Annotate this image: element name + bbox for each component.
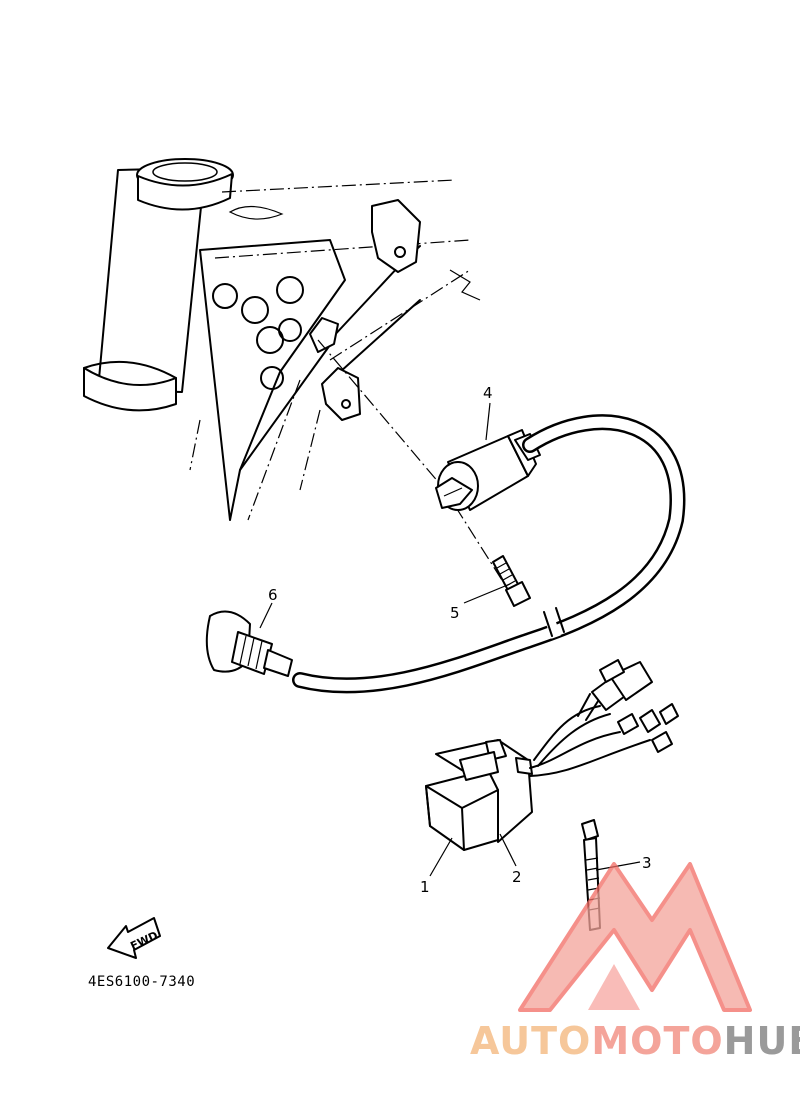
part-1-cdi-unit xyxy=(425,751,499,851)
svg-text:AUTOMOTOHUB: AUTOMOTOHUB xyxy=(470,1019,800,1063)
forward-direction-arrow: FWD xyxy=(107,917,161,959)
brand-part-hub: HUB xyxy=(724,1019,800,1063)
cdi-wiring-harness xyxy=(529,659,679,777)
watermark-brand: AUTOMOTOHUB xyxy=(470,1019,800,1063)
callout-3: 3 xyxy=(642,854,652,872)
frame-head-tube xyxy=(83,158,234,412)
brand-part-auto: AUTO xyxy=(470,1019,591,1063)
callout-1: 1 xyxy=(420,878,430,896)
callout-4: 4 xyxy=(483,384,493,402)
frame-lower-bracket xyxy=(309,317,361,421)
frame-gusset xyxy=(199,239,346,521)
diagram-part-number: 4ES6100-7340 xyxy=(88,974,195,990)
watermark-logo-icon xyxy=(518,862,752,1012)
leader-lines xyxy=(259,402,641,877)
callout-6: 6 xyxy=(268,586,278,604)
brand-part-moto: MOTO xyxy=(591,1019,723,1063)
callout-2: 2 xyxy=(512,868,522,886)
high-tension-lead xyxy=(292,414,686,694)
frame-upper-bracket xyxy=(371,199,421,273)
part-5-bolt xyxy=(492,555,531,607)
callout-5: 5 xyxy=(450,604,460,622)
part-4-ignition-coil xyxy=(435,429,541,511)
part-6-spark-plug-cap xyxy=(205,610,293,677)
